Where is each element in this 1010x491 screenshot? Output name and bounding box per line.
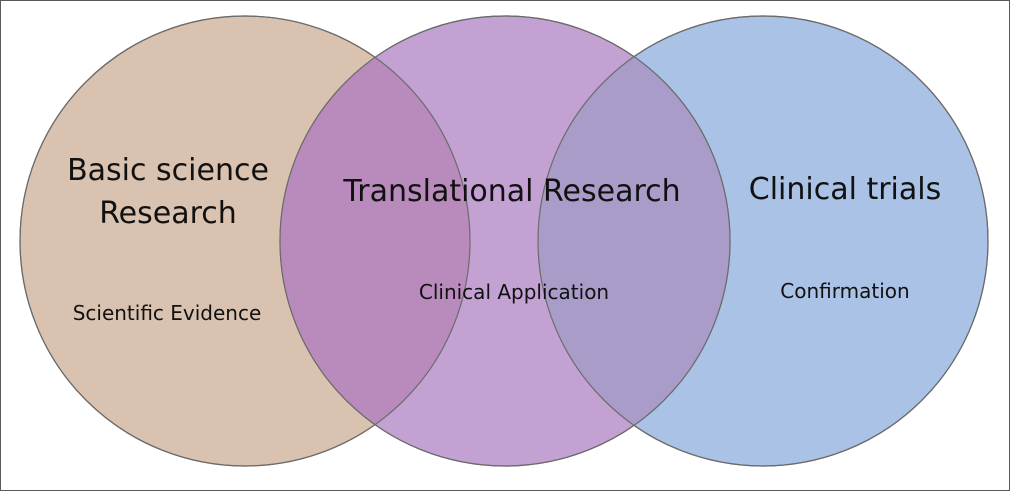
basic-science-title-line1: Basic science bbox=[67, 153, 269, 188]
clinical-trials-subtitle: Confirmation bbox=[780, 279, 909, 303]
overlap-basic-translational bbox=[280, 16, 470, 466]
clinical-trials-title: Clinical trials bbox=[749, 172, 942, 207]
outline-translational bbox=[279, 15, 731, 467]
translational-research-title: Translational Research bbox=[342, 174, 680, 209]
outline-basic bbox=[19, 15, 471, 467]
basic-science-title-line2: Research bbox=[99, 196, 237, 231]
basic-science-subtitle: Scientific Evidence bbox=[73, 301, 262, 325]
outline-clinical bbox=[537, 15, 989, 467]
translational-research-subtitle: Clinical Application bbox=[419, 280, 609, 304]
overlap-translational-clinical bbox=[538, 16, 730, 466]
